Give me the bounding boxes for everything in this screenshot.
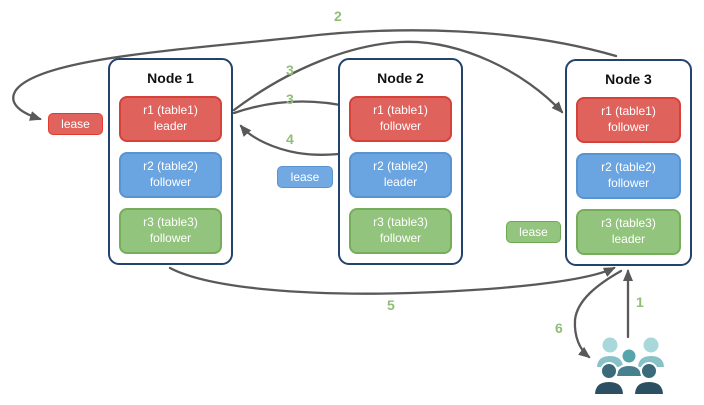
step-label-1: 1 [636,294,644,310]
replica-role: follower [379,119,422,133]
replica-r1-node1: r1 (table1) leader [119,96,222,142]
replica-r1-node3: r1 (table1) follower [576,97,681,143]
node-title: Node 3 [605,71,652,87]
step-label-4: 4 [286,131,294,147]
lease-badge-table1: lease [48,113,103,135]
replica-r3-node3: r3 (table3) leader [576,209,681,255]
step-label-3a: 3 [286,62,294,78]
replica-r3-node1: r3 (table3) follower [119,208,222,254]
node-card-2: Node 2 r1 (table1) follower r2 (table2) … [338,58,463,265]
step-label-6: 6 [555,320,563,336]
replica-name: r1 (table1) [143,103,198,118]
replica-r1-node2: r1 (table1) follower [349,96,452,142]
replica-role: leader [153,119,188,133]
node-title: Node 1 [147,70,194,86]
replica-role: follower [149,231,192,245]
replica-role: leader [383,175,418,189]
replica-role: follower [607,176,650,190]
replica-role: follower [149,175,192,189]
replica-r3-node2: r3 (table3) follower [349,208,452,254]
replica-r2-node3: r2 (table2) follower [576,153,681,199]
step-label-3b: 3 [286,91,294,107]
replica-name: r2 (table2) [373,159,428,174]
node-title: Node 2 [377,70,424,86]
step-label-5: 5 [387,297,395,313]
arrow-step6-node3-to-client [573,269,623,359]
node-card-3: Node 3 r1 (table1) follower r2 (table2) … [565,59,692,266]
arrow-step5-node1-to-node3 [168,266,616,295]
replica-r2-node2: r2 (table2) leader [349,152,452,198]
lease-badge-table3: lease [506,221,561,243]
replica-name: r3 (table3) [601,216,656,231]
replica-name: r3 (table3) [143,215,198,230]
replica-role: follower [379,231,422,245]
replica-name: r1 (table1) [601,104,656,119]
replica-name: r2 (table2) [601,160,656,175]
lease-badge-table2: lease [277,166,333,188]
replica-role: leader [611,232,646,246]
replica-name: r1 (table1) [373,103,428,118]
arrow-step2-node3-to-lease [12,29,618,121]
replica-r2-node1: r2 (table2) follower [119,152,222,198]
replica-name: r2 (table2) [143,159,198,174]
replica-role: follower [607,120,650,134]
replica-name: r3 (table3) [373,215,428,230]
step-label-2: 2 [334,8,342,24]
node-card-1: Node 1 r1 (table1) leader r2 (table2) fo… [108,58,233,265]
